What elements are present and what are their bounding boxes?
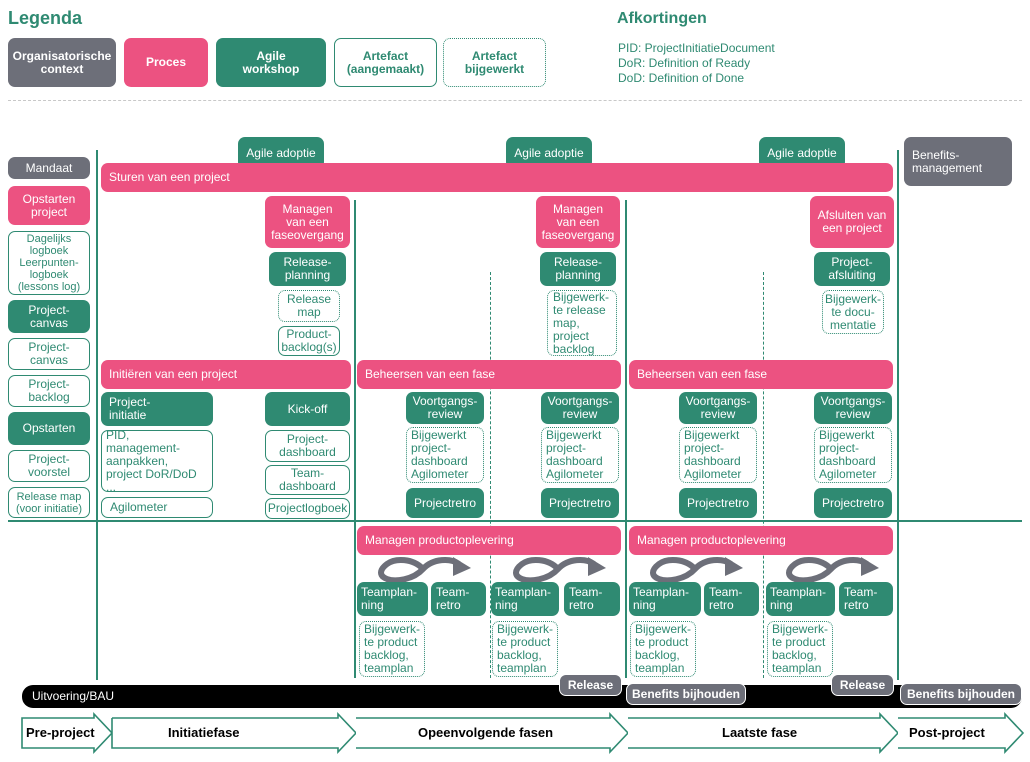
release-map-backlog-updated: Bijgewerk- te release map, project backl… [547,290,617,356]
teamplanning-4: Teamplan- ning [766,582,835,616]
projectlogboek-artefact: Projectlogboek [265,498,350,519]
legend-divider [8,100,1022,101]
mandaat-box: Mandaat [8,157,90,179]
team-updated-1: Bijgewerk- te product backlog, teamplan [359,621,425,677]
teamretro-3: Team- retro [704,582,759,616]
projectretro-2: Projectretro [541,488,619,518]
voortgangsreview-1: Voortgangs- review [406,392,484,424]
legend-org-context: Organisatorische context [8,38,116,87]
project-voorstel-artefact: Project- voorstel [8,450,90,482]
phase-laatste-fase: Laatste fase [722,725,798,740]
cycle-icon [786,557,879,582]
release-map-artefact: Release map (voor initiatie) [8,487,90,518]
phase-post-project: Post-project [909,725,985,740]
cycle-icon [378,557,471,582]
phase-pre-project: Pre-project [26,725,95,740]
team-updated-4: Bijgewerk- te product backlog, teamplan [767,621,833,677]
project-initiatie: Project- initiatie [101,392,213,426]
team-dashboard-artefact: Team- dashboard [265,465,350,495]
team-updated-2: Bijgewerk- te product backlog, teamplan [492,621,558,677]
benefits-bijhouden-2: Benefits bijhouden [900,683,1022,705]
dashboard-updated-3: Bijgewerkt project- dashboard Agilometer [679,427,757,483]
pid-artefact: PID, management- aanpakken, project DoR/… [101,428,213,493]
kick-off: Kick-off [265,392,350,426]
release-planning-2: Release- planning [540,252,616,286]
cycle-icon [513,557,606,582]
project-canvas-workshop: Project- canvas [8,300,90,333]
beheersen-van-een-fase-1: Beheersen van een fase [357,360,621,389]
teamplanning-2: Teamplan- ning [491,582,559,616]
abbrev-dod: DoD: Definition of Done [618,71,745,85]
release-planning-1: Release- planning [269,252,346,286]
managen-faseovergang-2: Managen van een faseovergang [536,196,620,248]
teamretro-2: Team- retro [564,582,620,616]
dashboard-updated-4: Bijgewerkt project- dashboard Agilometer [814,427,892,483]
legend-agile-workshop: Agile workshop [216,38,326,87]
projectretro-4: Projectretro [814,488,892,518]
abbrev-title: Afkortingen [617,10,707,27]
benefits-management-box: Benefits- management [904,137,1012,186]
phase-line-2 [625,200,627,678]
abbrev-dor: DoR: Definition of Ready [618,56,751,70]
voortgangsreview-4: Voortgangs- review [814,392,892,424]
managen-faseovergang-1: Managen van een faseovergang [265,196,350,248]
voortgangsreview-2: Voortgangs- review [541,392,619,424]
release-badge-1: Release [559,674,622,696]
teamplanning-3: Teamplan- ning [629,582,701,616]
project-canvas-artefact: Project- canvas [8,338,90,370]
legend-artefact-created: Artefact (aangemaakt) [334,38,437,87]
release-map-updated-1: Release map [278,290,340,322]
phase-line-1 [354,200,356,678]
dashboard-updated-1: Bijgewerkt project- dashboard Agilometer [406,427,484,483]
teamretro-4: Team- retro [839,582,893,616]
initieren-van-een-project: Initiëren van een project [101,360,351,389]
phase-opeenvolgende-fasen: Opeenvolgende fasen [418,725,554,740]
left-vertical-line [96,150,98,680]
beheersen-van-een-fase-2: Beheersen van een fase [629,360,893,389]
project-dashboard-artefact: Project- dashboard [265,430,350,462]
managen-productoplevering-1: Managen productoplevering [357,526,621,555]
legend-artefact-updated: Artefact bijgewerkt [443,38,546,87]
project-afsluiting: Project- afsluiting [814,252,890,286]
projectretro-1: Projectretro [406,488,484,518]
opstarten-workshop: Opstarten [8,412,90,445]
phase-initiatiefase: Initiatiefase [168,725,240,740]
teamplanning-1: Teamplan- ning [357,582,428,616]
abbrev-pid: PID: ProjectInitiatieDocument [618,41,775,55]
teamretro-1: Team- retro [431,582,486,616]
stage-dashed-line-1 [490,272,491,678]
legend-proces: Proces [124,38,208,87]
team-updated-3: Bijgewerk- te product backlog, teamplan [630,621,696,677]
logboek-artefact: Dagelijks logboek Leerpunten- logboek (l… [8,231,90,295]
cycle-icon [650,557,743,582]
sturen-van-een-project: Sturen van een project [101,163,893,192]
horizontal-divider [8,520,1022,522]
dashboard-updated-2: Bijgewerkt project- dashboard Agilometer [541,427,619,483]
project-backlog-artefact: Project- backlog [8,375,90,407]
opstarten-project-box: Opstarten project [8,186,90,225]
benefits-bijhouden-1: Benefits bijhouden [626,683,746,705]
uitvoering-bau-bar: Uitvoering/BAU [22,685,1022,708]
managen-productoplevering-2: Managen productoplevering [629,526,893,555]
phase-arrows [21,711,1025,755]
legend-title: Legenda [8,8,83,28]
release-badge-2: Release [831,674,894,696]
agilometer-artefact: Agilometer [101,497,213,518]
afsluiten-van-een-project: Afsluiten van een project [810,196,894,248]
stage-dashed-line-2 [763,272,764,678]
voortgangsreview-3: Voortgangs- review [679,392,757,424]
projectretro-3: Projectretro [679,488,757,518]
product-backlogs-artefact: Product- backlog(s) [278,326,340,356]
right-vertical-line [897,150,899,680]
documentatie-updated: Bijgewerk- te docu- mentatie [822,290,884,334]
